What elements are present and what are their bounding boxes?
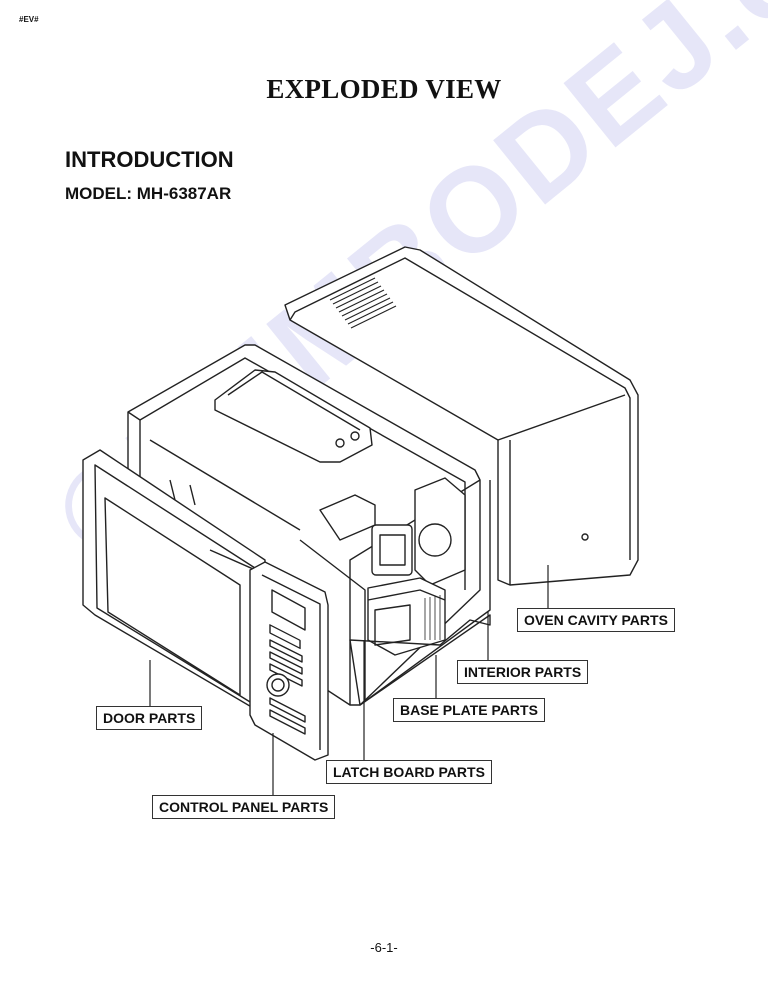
outer-cabinet: [284, 246, 639, 586]
label-latch-board-parts: LATCH BOARD PARTS: [326, 760, 492, 784]
label-control-panel-parts: CONTROL PANEL PARTS: [152, 795, 336, 819]
label-base-plate-parts: BASE PLATE PARTS: [393, 698, 545, 722]
section-heading: INTRODUCTION: [65, 147, 234, 172]
model-number: MODEL: MH-6387AR: [65, 184, 232, 203]
label-interior-parts: INTERIOR PARTS: [457, 660, 589, 684]
page-title: EXPLODED VIEW: [266, 74, 502, 104]
label-oven-cavity-parts: OVEN CAVITY PARTS: [517, 608, 675, 632]
page-number: -6-1-: [370, 940, 398, 955]
document-tag: #EV#: [19, 15, 39, 24]
label-door-parts: DOOR PARTS: [96, 706, 203, 730]
control-panel: [249, 561, 329, 761]
